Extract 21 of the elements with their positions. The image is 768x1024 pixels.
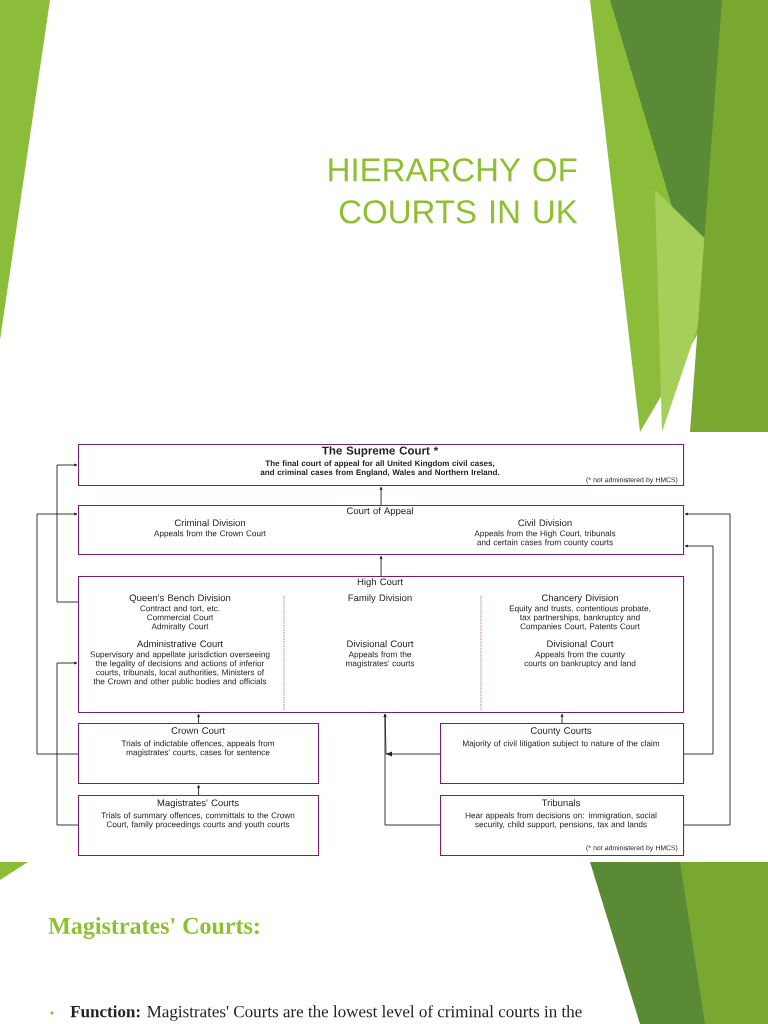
arrow (560, 713, 564, 724)
arrow (379, 555, 383, 577)
division-column: Queen's Bench Division Contract and tort, etc. Commercial Court Admiralty Court Administrative Court Supervisory and appellate jurisdiction overseeing the legality of decisions and actions of inferior courts, tribunals, local authorities, Ministers of the Crown and other public bodies and officials (90, 594, 270, 686)
arrow (379, 486, 383, 506)
slide-title: HIERARCHY OF COURTS IN UK (329, 158, 578, 224)
arrow (56, 661, 79, 826)
arrow (197, 713, 200, 724)
court-box: Court of Appeal Criminal Division Appeals from the Crown Court Civil Division Appeals from the High Court, tribunals and certain cases from county courts (78, 505, 685, 556)
court-box: County Courts Majority of civil litigation subject to nature of the claim (440, 723, 685, 785)
division-column: Family Division Divisional Court Appeals from the magistrates' courts (283, 594, 415, 712)
section-heading: Magistrates' Courts: (48, 917, 259, 939)
bullet-text: Function: Magistrates' Courts are the lowest level of criminal courts in the (70, 1005, 582, 1021)
arrow (36, 512, 79, 755)
division-column: Chancery Division Equity and trusts, contentious probate, tax partnerships, bankruptcy and Companies Court, Patents Court Divisional Court Appeals from the county courts on bankruptcy and land (480, 594, 651, 712)
arrow (383, 713, 441, 826)
arrow (56, 463, 79, 603)
arrow (683, 512, 731, 826)
arrow (683, 544, 714, 755)
court-box: Crown Court Trials of indictable offences, appeals from magistrates' courts, cases for sentence (78, 723, 320, 785)
arrow (197, 784, 200, 796)
court-box: Magistrates' Courts Trials of summary offences, committals to the Crown Court, family proceedings courts and youth courts (78, 795, 320, 857)
